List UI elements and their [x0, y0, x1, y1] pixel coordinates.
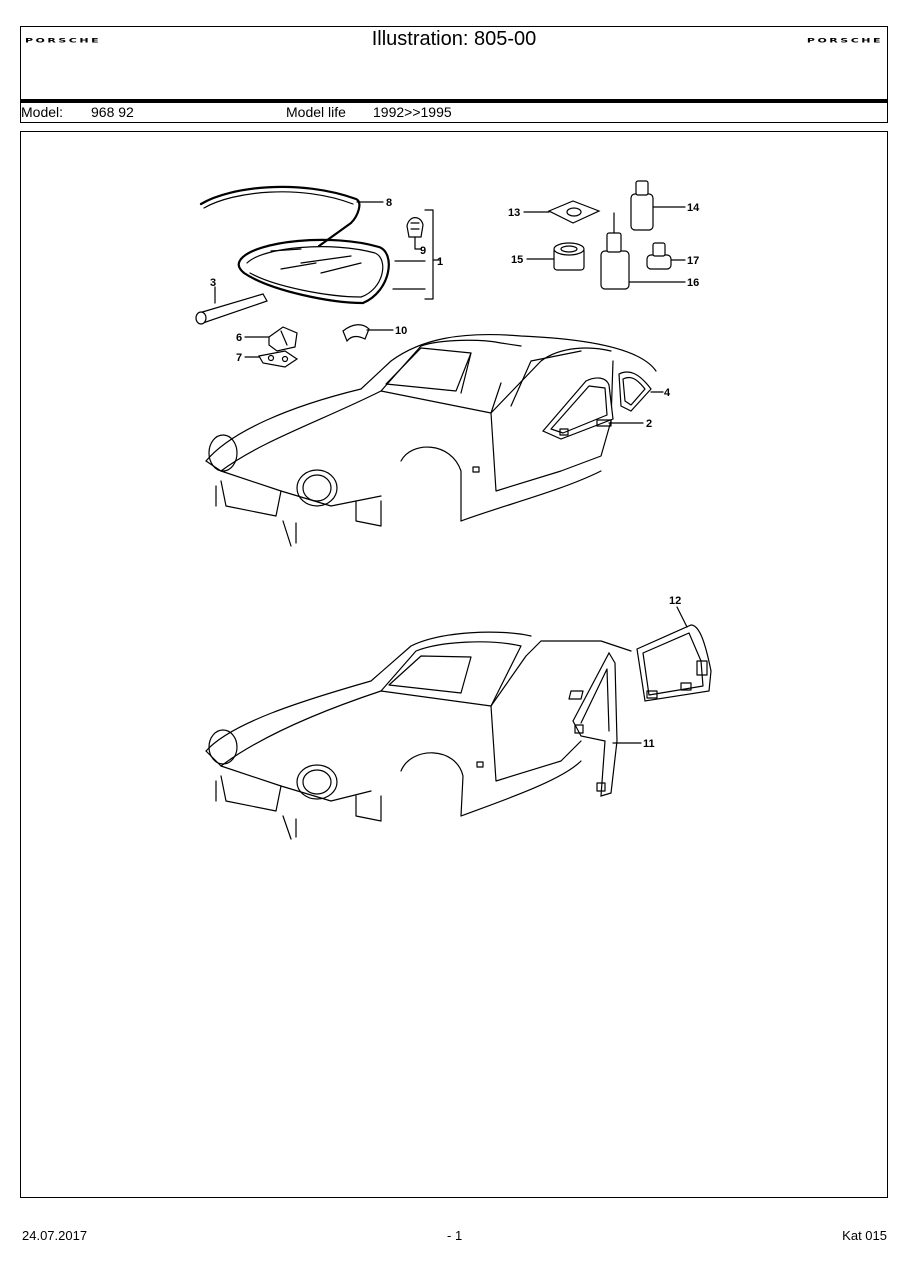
tape-roll-part-15 [553, 242, 585, 271]
footer-date: 24.07.2017 [22, 1228, 88, 1243]
callout-8: 8 [386, 197, 392, 209]
footer-page-number: - 1 [447, 1228, 463, 1243]
clip-part-9 [406, 217, 424, 238]
callout-12: 12 [669, 595, 681, 607]
callout-1: 1 [437, 256, 443, 268]
bottle-part-14 [630, 180, 654, 231]
bracket-1 [424, 209, 440, 300]
model-life-label: Model life [286, 104, 346, 120]
illustration-frame: 1 2 3 4 6 7 8 9 10 11 12 13 14 15 16 17 [20, 131, 888, 1198]
callout-15: 15 [511, 254, 523, 266]
model-value: 968 92 [91, 104, 134, 120]
quarter-window-part-4 [618, 371, 652, 412]
callout-3: 3 [210, 277, 216, 289]
gasket-part-13 [547, 200, 601, 224]
model-life-value: 1992>>1995 [373, 104, 452, 120]
cartridge-part-16 [600, 212, 630, 290]
clip-part-7 [258, 350, 299, 368]
model-label: Model: [21, 104, 64, 120]
windshield-seal-part [199, 185, 361, 248]
windshield-glass-part [237, 238, 390, 305]
model-bar: Model: 968 92 Model life 1992>>1995 [20, 100, 888, 123]
rod-part-3 [195, 288, 268, 325]
callout-9: 9 [420, 245, 426, 257]
door-window-part-11 [572, 651, 618, 797]
header-box: PORSCHE Illustration: 805-00 PORSCHE [20, 26, 888, 100]
car-coupe-drawing [205, 333, 657, 547]
clip-part-6 [268, 326, 298, 352]
brand-logo-right: PORSCHE [806, 37, 883, 45]
cap-part-17 [646, 242, 672, 270]
rear-window-part-12 [636, 624, 712, 702]
callout-2: 2 [646, 418, 652, 430]
callout-11: 11 [643, 738, 655, 750]
callout-16: 16 [687, 277, 699, 289]
callout-10: 10 [395, 325, 407, 337]
callout-14: 14 [687, 202, 700, 214]
parts-diagram: 1 2 3 4 6 7 8 9 10 11 12 13 14 15 16 17 [195, 180, 712, 840]
callout-6: 6 [236, 332, 242, 344]
brand-logo-left: PORSCHE [25, 37, 102, 45]
clip-part-10 [342, 324, 370, 343]
footer-catalog: Kat 015 [842, 1228, 887, 1243]
callout-17: 17 [687, 255, 699, 267]
leader-lines [214, 201, 688, 744]
callout-13: 13 [508, 207, 520, 219]
car-cabriolet-drawing [205, 631, 632, 840]
callout-4: 4 [664, 387, 671, 399]
callout-labels: 1 2 3 4 6 7 8 9 10 11 12 13 14 15 16 17 [210, 197, 700, 750]
page-title: Illustration: 805-00 [371, 28, 537, 50]
side-window-part-2 [542, 377, 614, 440]
callout-7: 7 [236, 352, 242, 364]
